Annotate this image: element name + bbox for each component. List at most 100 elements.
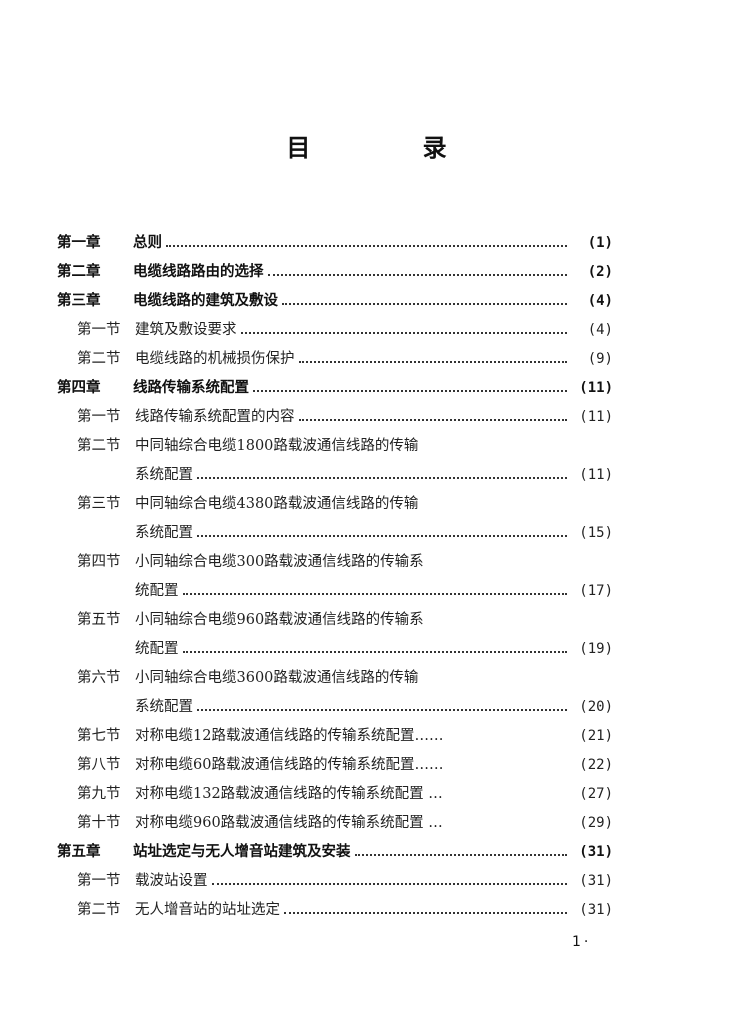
section-title: 对称电缆12路载波通信线路的传输系统配置…… [135, 728, 444, 744]
chapter-number: 第二章 [57, 264, 101, 280]
toc-chapter-5: 第五章 站址选定与无人增音站建筑及安装 (31) [57, 832, 613, 861]
toc-section-4-8: 第八节 对称电缆60路载波通信线路的传输系统配置…… (22) [57, 745, 613, 774]
section-number: 第一节 [77, 322, 121, 338]
chapter-title: 总则 [133, 235, 162, 251]
page-number: (2) [587, 264, 613, 280]
dot-leader [182, 593, 567, 595]
toc-section-4-6-continued: 系统配置 (20) [57, 687, 613, 716]
toc-section-3-1: 第一节 建筑及敷设要求 (4) [57, 310, 613, 339]
toc-chapter-2: 第二章 电缆线路路由的选择 (2) [57, 252, 613, 281]
dot-leader [284, 912, 567, 914]
page-number: (21) [579, 728, 613, 744]
chapter-number: 第四章 [57, 380, 101, 396]
page-number: (9) [587, 351, 613, 367]
section-title-continued: 统配置 [135, 583, 179, 599]
section-number: 第八节 [77, 757, 121, 773]
toc-section-4-5-continued: 统配置 (19) [57, 629, 613, 658]
page-number: (11) [579, 409, 613, 425]
section-title: 电缆线路的机械损伤保护 [135, 351, 295, 367]
section-title-continued: 统配置 [135, 641, 179, 657]
section-number: 第二节 [77, 351, 121, 367]
dot-leader [166, 245, 567, 247]
section-title: 建筑及敷设要求 [135, 322, 237, 338]
toc-section-4-4: 第四节 小同轴综合电缆300路载波通信线路的传输系 [57, 542, 613, 571]
dot-leader [197, 477, 567, 479]
toc-chapter-3: 第三章 电缆线路的建筑及敷设 (4) [57, 281, 613, 310]
section-number: 第四节 [77, 554, 121, 570]
dot-leader [267, 274, 567, 276]
toc-section-4-2: 第二节 中同轴综合电缆1800路载波通信线路的传输 [57, 426, 613, 455]
page-number: (19) [579, 641, 613, 657]
toc-section-4-5: 第五节 小同轴综合电缆960路载波通信线路的传输系 [57, 600, 613, 629]
dot-leader [298, 361, 567, 363]
toc-section-4-9: 第九节 对称电缆132路载波通信线路的传输系统配置 … (27) [57, 774, 613, 803]
page-number: (11) [579, 467, 613, 483]
toc-section-4-3-continued: 系统配置 (15) [57, 513, 613, 542]
section-title: 线路传输系统配置的内容 [135, 409, 295, 425]
chapter-number: 第一章 [57, 235, 101, 251]
page-number: (20) [579, 699, 613, 715]
toc-section-5-1: 第一节 载波站设置 (31) [57, 861, 613, 890]
toc-section-4-3: 第三节 中同轴综合电缆4380路载波通信线路的传输 [57, 484, 613, 513]
page-number: (1) [587, 235, 613, 251]
section-number: 第十节 [77, 815, 121, 831]
page-number: (17) [579, 583, 613, 599]
dot-leader [282, 303, 567, 305]
section-title: 载波站设置 [135, 873, 208, 889]
toc-section-5-2: 第二节 无人增音站的站址选定 (31) [57, 890, 613, 919]
page-number: (31) [579, 902, 613, 918]
section-title: 中同轴综合电缆1800路载波通信线路的传输 [135, 438, 419, 454]
section-number: 第九节 [77, 786, 121, 802]
chapter-title: 线路传输系统配置 [133, 380, 249, 396]
dot-leader [182, 651, 567, 653]
page-number: (22) [579, 757, 613, 773]
section-number: 第五节 [77, 612, 121, 628]
page-number: (31) [579, 873, 613, 889]
section-number: 第二节 [77, 438, 121, 454]
chapter-number: 第五章 [57, 844, 101, 860]
toc-section-4-1: 第一节 线路传输系统配置的内容 (11) [57, 397, 613, 426]
section-title: 小同轴综合电缆3600路载波通信线路的传输 [135, 670, 419, 686]
section-title: 对称电缆960路载波通信线路的传输系统配置 … [135, 815, 443, 831]
section-title: 对称电缆60路载波通信线路的传输系统配置…… [135, 757, 444, 773]
toc-section-3-2: 第二节 电缆线路的机械损伤保护 (9) [57, 339, 613, 368]
section-title-continued: 系统配置 [135, 699, 193, 715]
chapter-number: 第三章 [57, 293, 101, 309]
section-title: 无人增音站的站址选定 [135, 902, 280, 918]
chapter-title: 站址选定与无人增音站建筑及安装 [133, 844, 351, 860]
chapter-title: 电缆线路路由的选择 [133, 264, 264, 280]
section-title: 小同轴综合电缆960路载波通信线路的传输系 [135, 612, 424, 628]
section-number: 第二节 [77, 902, 121, 918]
toc-section-4-4-continued: 统配置 (17) [57, 571, 613, 600]
section-number: 第六节 [77, 670, 121, 686]
page-number: (11) [579, 380, 613, 396]
page-number: (4) [587, 322, 613, 338]
table-of-contents: 第一章 总则 (1) 第二章 电缆线路路由的选择 (2) 第三章 电缆线路的建筑… [57, 223, 613, 919]
section-title: 对称电缆132路载波通信线路的传输系统配置 … [135, 786, 443, 802]
chapter-title: 电缆线路的建筑及敷设 [133, 293, 278, 309]
dot-leader [197, 535, 567, 537]
section-number: 第一节 [77, 409, 121, 425]
section-title: 中同轴综合电缆4380路载波通信线路的传输 [135, 496, 419, 512]
toc-section-4-10: 第十节 对称电缆960路载波通信线路的传输系统配置 … (29) [57, 803, 613, 832]
toc-section-4-6: 第六节 小同轴综合电缆3600路载波通信线路的传输 [57, 658, 613, 687]
toc-section-4-7: 第七节 对称电缆12路载波通信线路的传输系统配置…… (21) [57, 716, 613, 745]
page-number: (31) [579, 844, 613, 860]
section-title-continued: 系统配置 [135, 467, 193, 483]
section-number: 第一节 [77, 873, 121, 889]
folio-page-number: 1· [572, 934, 592, 950]
section-number: 第三节 [77, 496, 121, 512]
page-number: (15) [579, 525, 613, 541]
toc-section-4-2-continued: 系统配置 (11) [57, 455, 613, 484]
dot-leader [197, 709, 567, 711]
section-title-continued: 系统配置 [135, 525, 193, 541]
dot-leader [253, 390, 567, 392]
page-number: (29) [579, 815, 613, 831]
section-title: 小同轴综合电缆300路载波通信线路的传输系 [135, 554, 424, 570]
dot-leader [298, 419, 567, 421]
dot-leader [354, 854, 567, 856]
dot-leader [211, 883, 567, 885]
page-number: (4) [587, 293, 613, 309]
toc-chapter-1: 第一章 总则 (1) [57, 223, 613, 252]
section-number: 第七节 [77, 728, 121, 744]
